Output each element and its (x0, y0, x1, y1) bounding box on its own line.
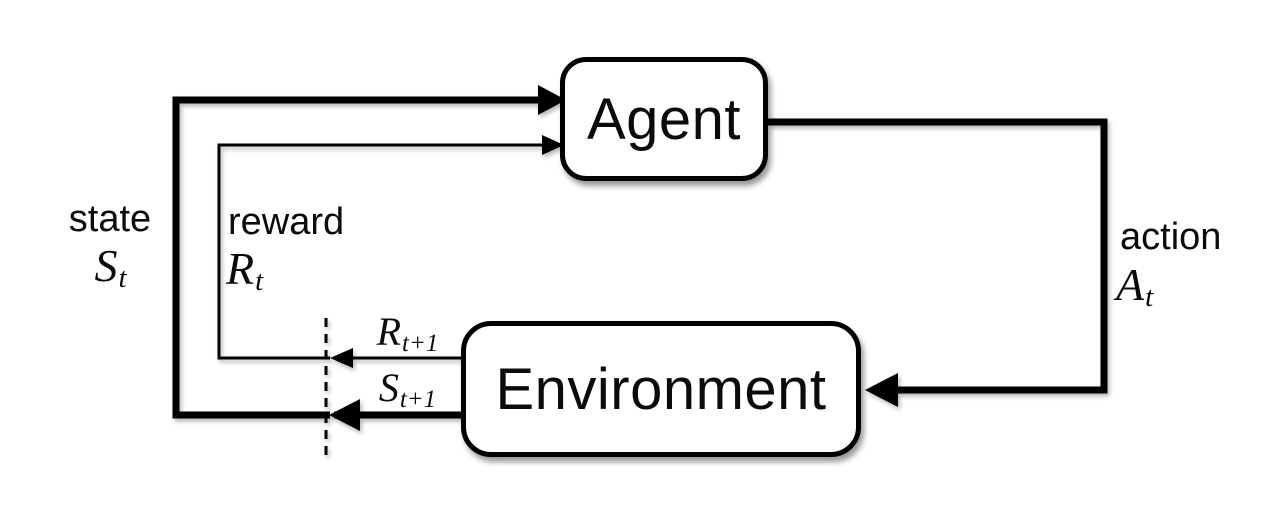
state-symbol-label: St (94, 240, 127, 295)
action-line (768, 118, 1108, 394)
agent-box-label: Agent (586, 86, 742, 152)
state-line (172, 96, 542, 419)
reward-line (217, 143, 544, 360)
state-arrowhead-agent (538, 85, 566, 115)
next-reward-arrowhead-boundary (330, 348, 353, 368)
agent-box: Agent (560, 57, 768, 181)
environment-box: Environment (461, 321, 861, 457)
next-state-symbol-label: St+1 (378, 365, 437, 414)
action-word-label: action (1120, 216, 1222, 258)
environment-box-label: Environment (495, 356, 827, 422)
reward-symbol-label: Rt (226, 243, 264, 298)
next-state-arrowhead-boundary (329, 399, 360, 431)
state-word-label: state (68, 198, 152, 240)
action-symbol-label: At (1116, 259, 1154, 314)
next-reward-symbol-label: Rt+1 (376, 309, 439, 358)
action-arrowhead-environment (865, 373, 898, 407)
reward-word-label: reward (228, 201, 345, 243)
reward-arrowhead-agent (542, 135, 564, 155)
